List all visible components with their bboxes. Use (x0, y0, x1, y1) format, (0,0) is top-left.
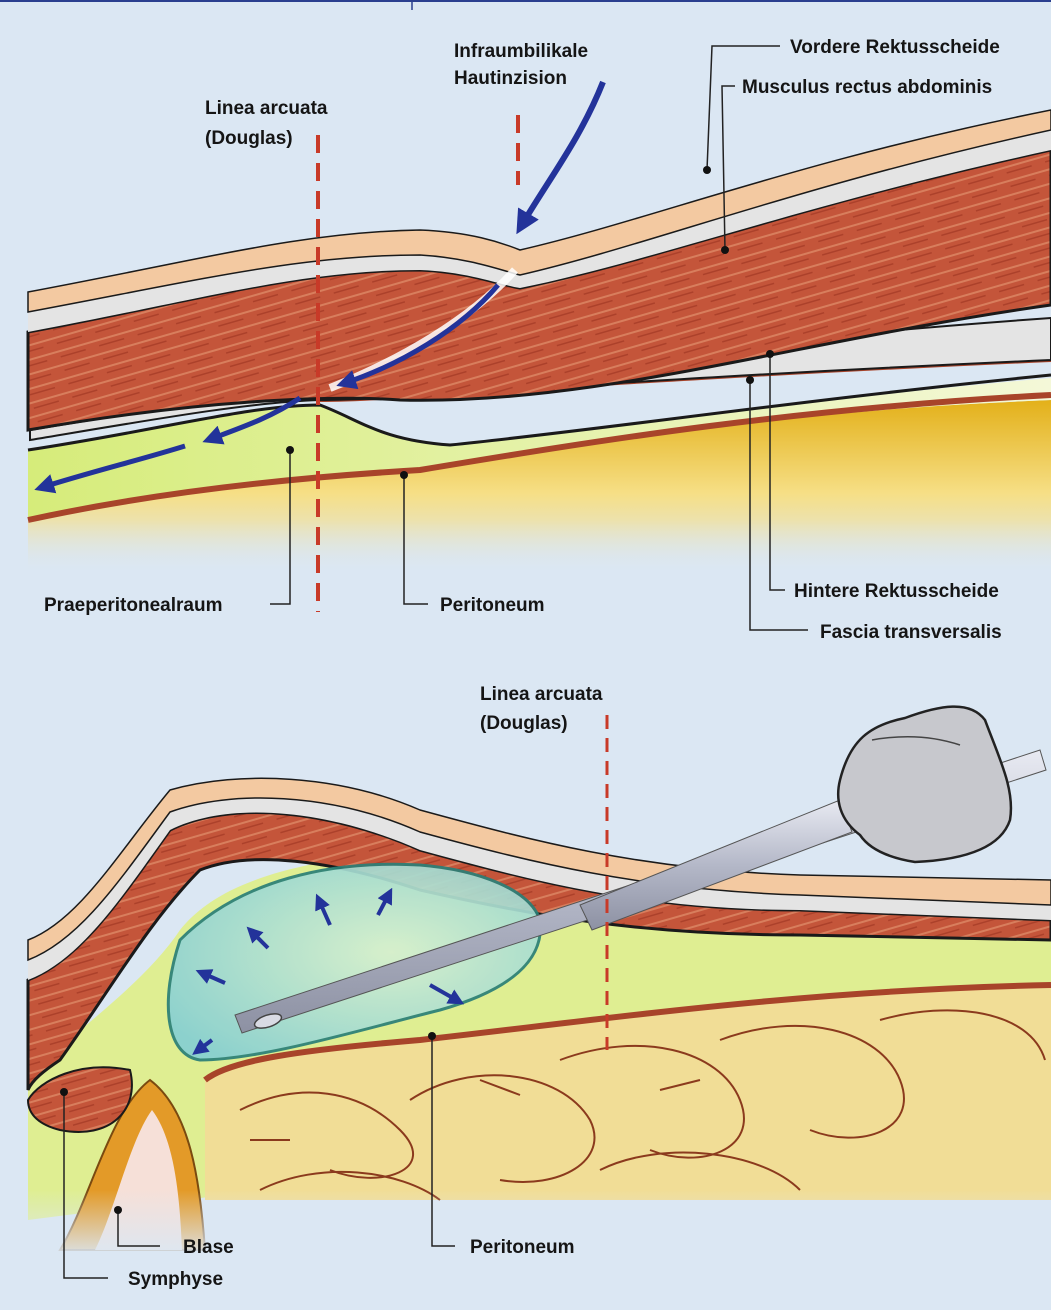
label-symphyse: Symphyse (128, 1269, 223, 1290)
label-infraumbilikale: Infraumbilikale (454, 41, 588, 62)
label-musculus-rectus: Musculus rectus abdominis (742, 77, 992, 98)
label-peritoneum-bottom: Peritoneum (470, 1237, 575, 1258)
label-linea-arcuata-bottom: Linea arcuata (480, 684, 603, 705)
bottom-cross-section (0, 707, 1051, 1278)
label-hautinzision: Hautinzision (454, 68, 567, 89)
incision-arrow (520, 82, 603, 228)
trocar-handle (838, 707, 1011, 862)
label-blase: Blase (183, 1237, 234, 1258)
label-vordere-rektusscheide: Vordere Rektusscheide (790, 37, 1000, 58)
label-douglas-bottom: (Douglas) (480, 713, 568, 734)
label-hintere-rektusscheide: Hintere Rektusscheide (794, 581, 999, 602)
label-peritoneum-top: Peritoneum (440, 595, 545, 616)
label-linea-arcuata-top: Linea arcuata (205, 98, 328, 119)
label-praeperitonealraum: Praeperitonealraum (44, 595, 222, 616)
top-cross-section (0, 46, 1051, 630)
label-douglas-top: (Douglas) (205, 128, 293, 149)
fade-top-panel (0, 520, 1051, 580)
label-fascia-transversalis: Fascia transversalis (820, 622, 1002, 643)
